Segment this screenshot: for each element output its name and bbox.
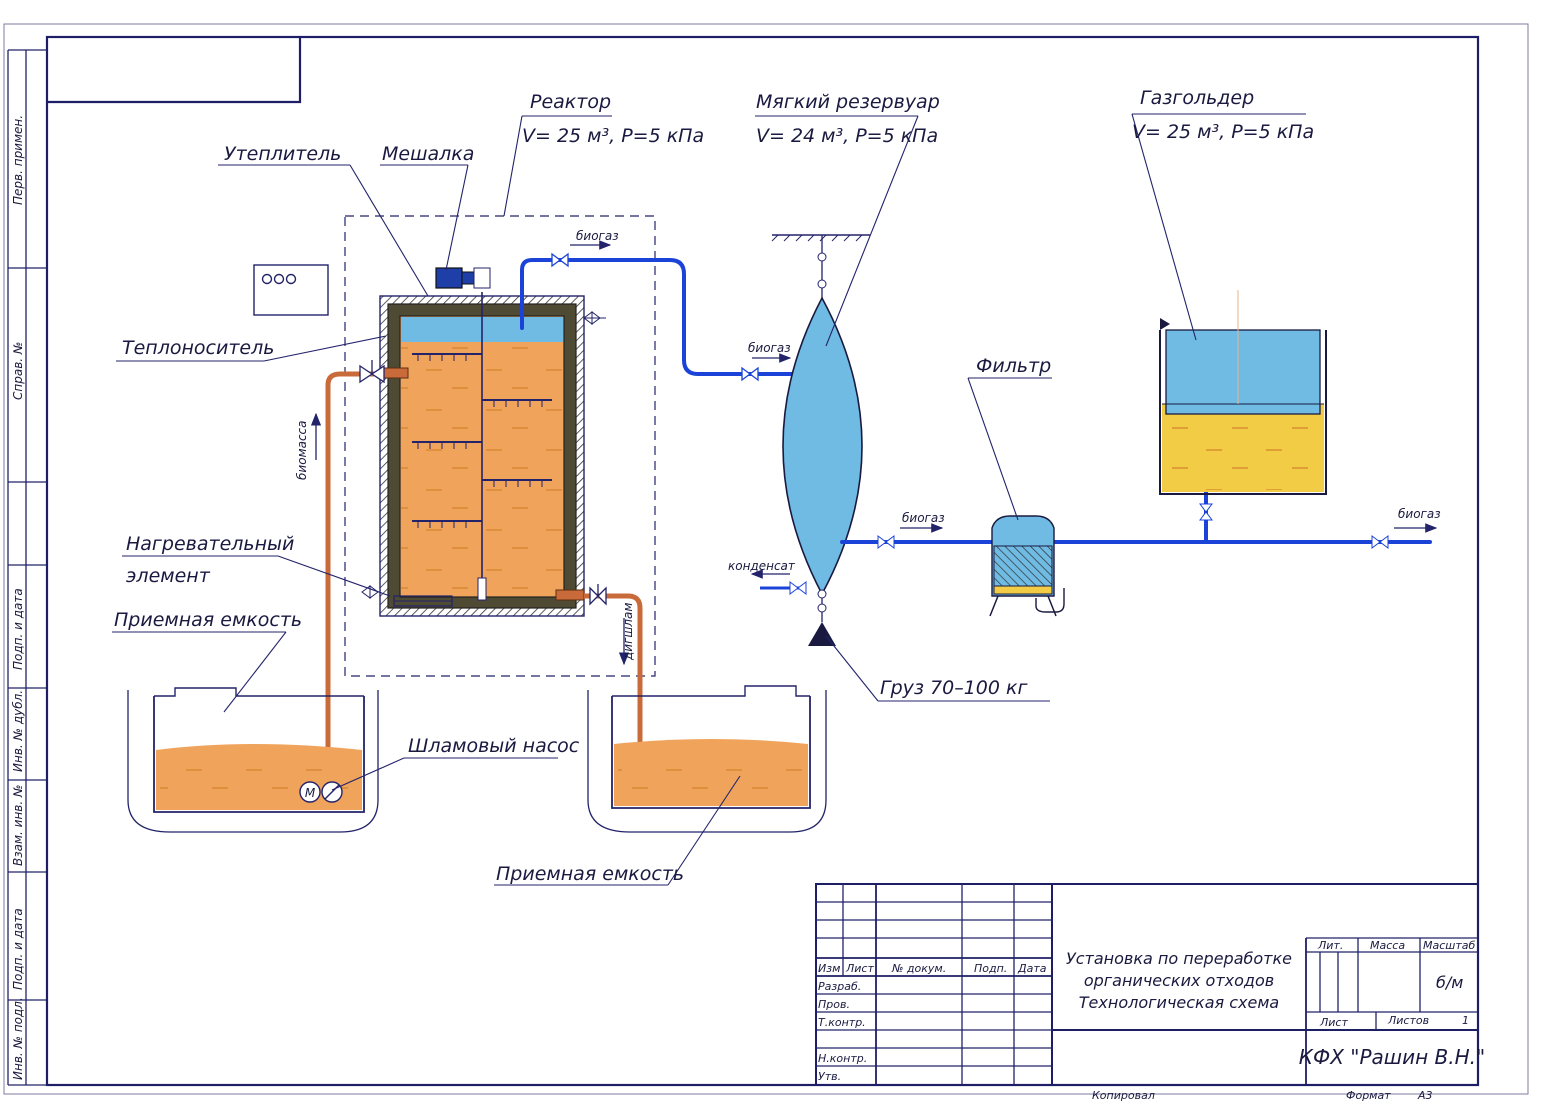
biomass-pipe (310, 360, 385, 790)
tb-lit-label: Лит. (1317, 939, 1343, 952)
receiving-tank-left-label: Приемная емкость (114, 609, 302, 631)
tb-title-line-3: Технологическая схема (1079, 993, 1279, 1012)
pump-motor (299, 781, 321, 803)
tb-col-date: Дата (1017, 962, 1047, 975)
gasholder-spec: V= 25 м³, P=5 кПа (1132, 121, 1314, 143)
biogas-label-tank-in: биогаз (748, 341, 791, 355)
tb-col-sheet: Лист (845, 962, 874, 975)
side-stamp-2: Справ. № (11, 342, 25, 400)
gasholder (1159, 290, 1327, 495)
biogas-label-tank-out: биогаз (902, 511, 945, 525)
digestate-flow-label: дигшлам (621, 603, 635, 661)
inner-frame (45, 35, 1480, 1087)
biogas-label-out: биогаз (1398, 507, 1441, 521)
sheet-edge (3, 23, 1529, 1095)
biomass-flow-label: биомасса (295, 421, 309, 481)
filter (989, 515, 1065, 617)
soft-tank-label: Мягкий резервуар (756, 91, 940, 113)
tb-format-label: Формат (1346, 1089, 1391, 1102)
receiving-tank-left: М (127, 687, 379, 833)
tb-role-ncontrol: Н.контр. (818, 1052, 867, 1065)
filter-label: Фильтр (976, 355, 1051, 377)
sludge-pump-label: Шламовый насос (408, 735, 580, 757)
weight-label: Груз 70–100 кг (880, 677, 1028, 699)
condensate-label: конденсат (728, 559, 796, 573)
mixer-label: Мешалка (382, 143, 474, 165)
main-biogas-line (840, 394, 1438, 549)
leader-lines (112, 113, 1306, 886)
side-stamp-5: Взам. инв. № (11, 785, 25, 866)
soft-tank (750, 234, 870, 646)
tb-title-line-2: органических отходов (1084, 971, 1274, 990)
reactor-biogas-pipe (520, 240, 800, 382)
soft-tank-spec: V= 24 м³, P=5 кПа (756, 125, 938, 147)
tb-scale-label: Масштаб (1423, 939, 1475, 952)
tb-role-developer: Разраб. (818, 980, 861, 993)
tb-role-tcontrol: Т.контр. (818, 1016, 866, 1029)
tb-scale-value: б/м (1436, 973, 1463, 992)
tb-sheet-label: Лист (1319, 1016, 1348, 1029)
heat-carrier-label: Теплоноситель (122, 337, 274, 359)
tb-role-approved: Утв. (818, 1070, 841, 1083)
receiving-tank-right (587, 685, 827, 833)
reactor-boundary (344, 215, 656, 677)
heating-element-label-1: Нагревательный (126, 533, 294, 555)
side-stamp-1: Перв. примен. (11, 115, 25, 205)
reactor (361, 267, 606, 617)
tb-col-change: Изм (818, 962, 840, 975)
tb-title-line-1: Установка по переработке (1066, 949, 1292, 968)
corner-stamp (47, 37, 302, 104)
reactor-spec: V= 25 м³, P=5 кПа (522, 125, 704, 147)
tb-col-docnum: № докум. (891, 962, 946, 975)
pump-motor-letter: М (305, 786, 316, 800)
gasholder-label: Газгольдер (1140, 87, 1254, 109)
side-stamp-7: Инв. № подл. (11, 997, 25, 1080)
side-stamp-3: Подп. и дата (11, 588, 25, 670)
biogas-label-reactor: биогаз (576, 229, 619, 243)
digestate-pipe (584, 584, 643, 780)
heating-element-label-2: элемент (126, 565, 211, 587)
reactor-label: Реактор (530, 91, 611, 113)
tb-mass-label: Масса (1370, 939, 1405, 952)
tb-role-checked: Пров. (818, 998, 850, 1011)
receiving-tank-right-label: Приемная емкость (496, 863, 684, 885)
control-panel (253, 264, 329, 316)
side-stamp-6: Подп. и дата (11, 908, 25, 990)
side-stamp-4: Инв. № дубл. (11, 690, 25, 772)
mixer-motor (435, 267, 463, 289)
tb-organization: КФХ "Рашин В.Н." (1299, 1045, 1485, 1069)
side-stamp: Перв. примен. Справ. № Подп. и дата Инв.… (7, 49, 47, 1086)
tb-sheets-label: Листов (1387, 1014, 1429, 1027)
tb-col-sign: Подп. (974, 962, 1007, 975)
tb-format-value: А3 (1417, 1089, 1433, 1102)
tb-sheets-value: 1 (1462, 1014, 1469, 1027)
insulation-label: Утеплитель (224, 143, 341, 165)
title-block (815, 883, 1479, 1086)
tb-copied-label: Копировал (1092, 1089, 1155, 1102)
